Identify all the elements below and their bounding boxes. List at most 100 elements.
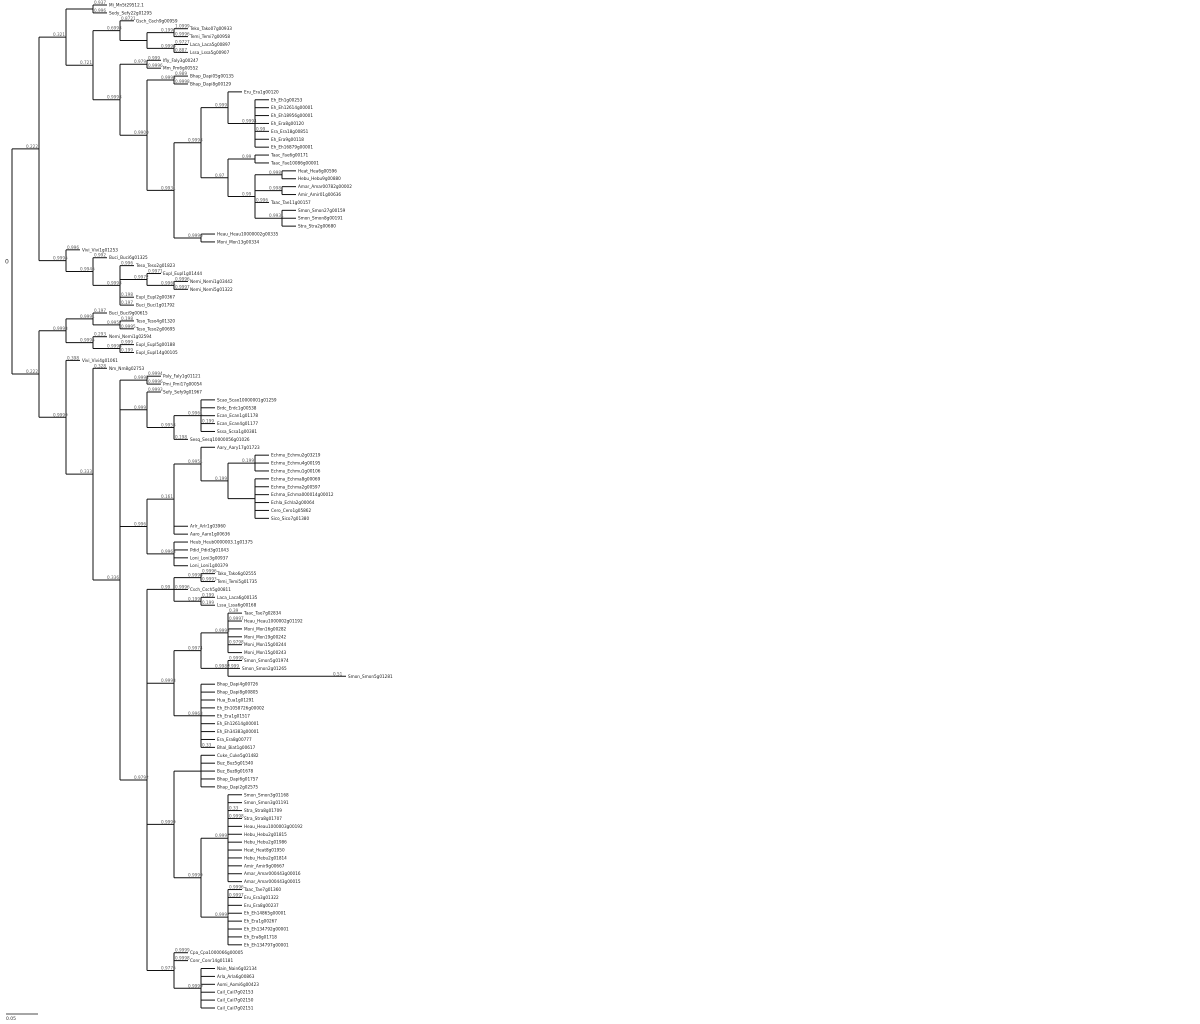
taxon-label: Amir_Amir01g00636 — [298, 192, 341, 197]
taxon-label: Bhap_Dapi8g00129 — [190, 81, 231, 86]
taxon-label: Taac_Fae10086g00001 — [270, 160, 319, 165]
support-value: 0.9995 — [80, 338, 95, 343]
taxon-label: Aaro_Aaro1g00636 — [190, 532, 230, 537]
taxon-label: Temi_Temi5g01735 — [216, 579, 257, 584]
taxon-label: Pdid_Pdid3g01043 — [190, 547, 229, 552]
support-value: 0.721 — [80, 60, 92, 65]
taxon-label: Buz_Buz5g01540 — [217, 761, 254, 766]
support-value: 0.9931 — [269, 213, 284, 218]
support-value: 0.9993 — [148, 387, 163, 392]
taxon-label: Heat_Heat8g01950 — [244, 848, 285, 853]
taxon-label: Eh_Era8g00120 — [271, 121, 304, 126]
support-value: 0.9997 — [175, 284, 190, 289]
support-value: 0.979 — [134, 59, 146, 64]
taxon-label: Sefy_Sefy9g01967 — [163, 389, 202, 394]
support-value: 0.9993 — [107, 280, 122, 285]
support-value: 0.9994 — [242, 118, 257, 123]
support-value: 0.9995 — [188, 573, 203, 578]
taxon-label: Heau_Heau1000002g01192 — [244, 619, 303, 624]
support-value: 0.198 — [121, 316, 133, 321]
support-value: 0.9996 — [148, 63, 163, 68]
support-value: 0.9998 — [175, 79, 190, 84]
taxon-label: Eupl_Eupl2g00367 — [136, 295, 175, 300]
taxon-label: Teso_Teso2g01823 — [135, 263, 175, 268]
support-value: 0.9999 — [188, 983, 203, 988]
scale-bar-label: 0.05 — [6, 1016, 16, 1022]
support-value: 0.9972 — [134, 274, 149, 279]
taxon-label: Nain_Nain6g02134 — [217, 966, 257, 971]
support-value: 0.97 — [215, 173, 225, 178]
support-value: 0.9957 — [107, 320, 122, 325]
taxon-label: Cpa_Cpa1000066g00005 — [190, 950, 243, 955]
taxon-label: Sssa_Scsa1g00381 — [217, 429, 257, 434]
support-value: 0.9996 — [175, 276, 190, 281]
taxon-label: Echmu_Echmu2g03219 — [271, 453, 321, 458]
taxon-label: Eh_Eh16879g00001 — [271, 145, 313, 150]
taxon-label: Teso_Teso2g00695 — [135, 326, 175, 331]
support-value: 0.51 — [333, 671, 343, 676]
taxon-label: Ecan_Ecan1g01178 — [217, 413, 258, 418]
support-value: 0.39 — [229, 608, 239, 613]
taxon-label: Vivi_Vivi4g01061 — [82, 358, 118, 363]
support-value: 0.9991 — [80, 314, 95, 319]
taxon-label: Aomi_Aomi6g00423 — [217, 982, 259, 987]
support-value: 0.9900 — [134, 130, 149, 135]
taxon-label: Eh_Era8g01718 — [244, 934, 277, 939]
taxon-label: Echmu_Echmu4g00195 — [271, 461, 321, 466]
support-value: 0.198 — [121, 292, 133, 297]
support-value: 0.996 — [134, 521, 146, 526]
taxon-label: Gsch_Gsch9g00959 — [136, 18, 178, 23]
support-value: 0.999 — [121, 340, 133, 345]
taxon-label: Ecan_Ecan4g01177 — [217, 421, 258, 426]
support-value: 0.9996 — [148, 379, 163, 384]
support-value: 0.9993 — [161, 678, 176, 683]
taxon-label: Smon_Smon5g01281 — [348, 674, 393, 679]
support-value: 0.9998 — [175, 956, 190, 961]
taxon-label: Sico_Sico7g01380 — [271, 516, 309, 521]
root-label: 0 — [5, 258, 9, 265]
support-value: 0.328 — [94, 363, 106, 368]
taxon-label: Taac_Fae6g00171 — [270, 153, 309, 158]
taxon-label: Nm_Nm8g02753 — [109, 366, 144, 371]
taxon-label: Stra_Stra8g01707 — [244, 816, 282, 821]
support-value: 0.998 — [269, 186, 281, 191]
taxon-label: Amar_Amar000443g00016 — [244, 871, 301, 876]
taxon-label: Eh_Era9g00118 — [271, 137, 304, 142]
support-value: 0.9996 — [161, 43, 176, 48]
taxon-label: Heat_Hea6g00596 — [298, 168, 337, 173]
taxon-label: Buci_Buci1g01792 — [136, 303, 175, 308]
support-value: 0.9997 — [229, 892, 244, 897]
taxon-label: Eru_Era3g01322 — [244, 895, 279, 900]
taxon-label: Mi_Mn5t29512.1 — [109, 3, 144, 8]
taxon-label: Taac_Tae7g02834 — [243, 611, 281, 616]
support-value: 0.293 — [94, 332, 106, 337]
taxon-label: Hebu_Hebu2g01814 — [244, 855, 287, 860]
support-value: 0.336 — [107, 575, 119, 580]
taxon-label: Arlr_Arlr1g03960 — [190, 524, 226, 529]
support-value: 0.9998 — [229, 813, 244, 818]
support-value: 0.9996 — [188, 233, 203, 238]
taxon-label: Moni_Mon13g00334 — [217, 239, 260, 244]
taxon-label: Echma_Echma8g00069 — [271, 476, 321, 481]
taxon-label: Mm_Pm6g00552 — [163, 66, 198, 71]
support-value: 0.9999 — [161, 819, 176, 824]
taxon-label: Teso_Teso4g01320 — [135, 318, 175, 323]
support-value: 0.998 — [269, 170, 281, 175]
taxon-label: Eupl_Eupl1g01444 — [163, 271, 202, 276]
taxon-label: Smon_Smon3g01191 — [244, 800, 289, 805]
support-value: 0.989 — [175, 71, 187, 76]
support-value: 0.9993 — [134, 375, 149, 380]
taxon-label: Bhap_Dapi8g00805 — [217, 690, 258, 695]
taxon-label: Eh_Era1g00267 — [244, 919, 277, 924]
support-value: 0.398 — [67, 355, 79, 360]
support-value: 0.996 — [256, 197, 268, 202]
taxon-label: Heau_Heau10000002g00335 — [217, 232, 279, 237]
support-value: 0.9993 — [107, 95, 122, 100]
taxon-label: Nemi_Nemi1g02594 — [109, 334, 152, 339]
taxon-label: Sesq_Sesq10000056g01026 — [190, 437, 250, 442]
taxon-label: Eh_Eh134797g00001 — [244, 942, 289, 947]
taxon-label: Eh_Eh34383g00001 — [217, 729, 259, 734]
support-value: 0.197 — [121, 300, 133, 305]
taxon-label: Conr_Conr14g01181 — [190, 958, 233, 963]
